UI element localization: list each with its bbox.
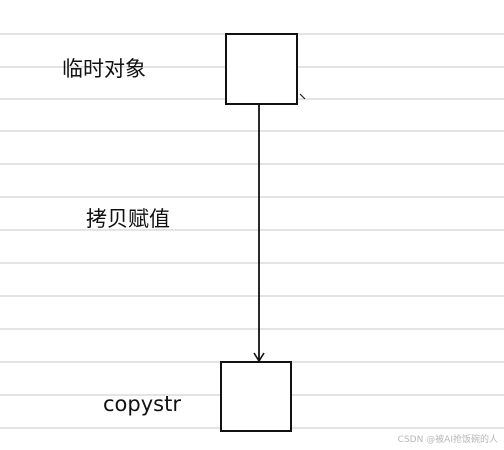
copystr-label: copystr xyxy=(103,392,181,416)
temp-object-box xyxy=(225,33,298,105)
copystr-box xyxy=(220,361,292,432)
temp-object-label: 临时对象 xyxy=(62,57,146,81)
csdn-watermark: CSDN @被AI抢饭碗的人 xyxy=(398,433,498,445)
pen-tick-mark xyxy=(299,93,306,100)
copy-assignment-label: 拷贝赋值 xyxy=(86,207,170,231)
